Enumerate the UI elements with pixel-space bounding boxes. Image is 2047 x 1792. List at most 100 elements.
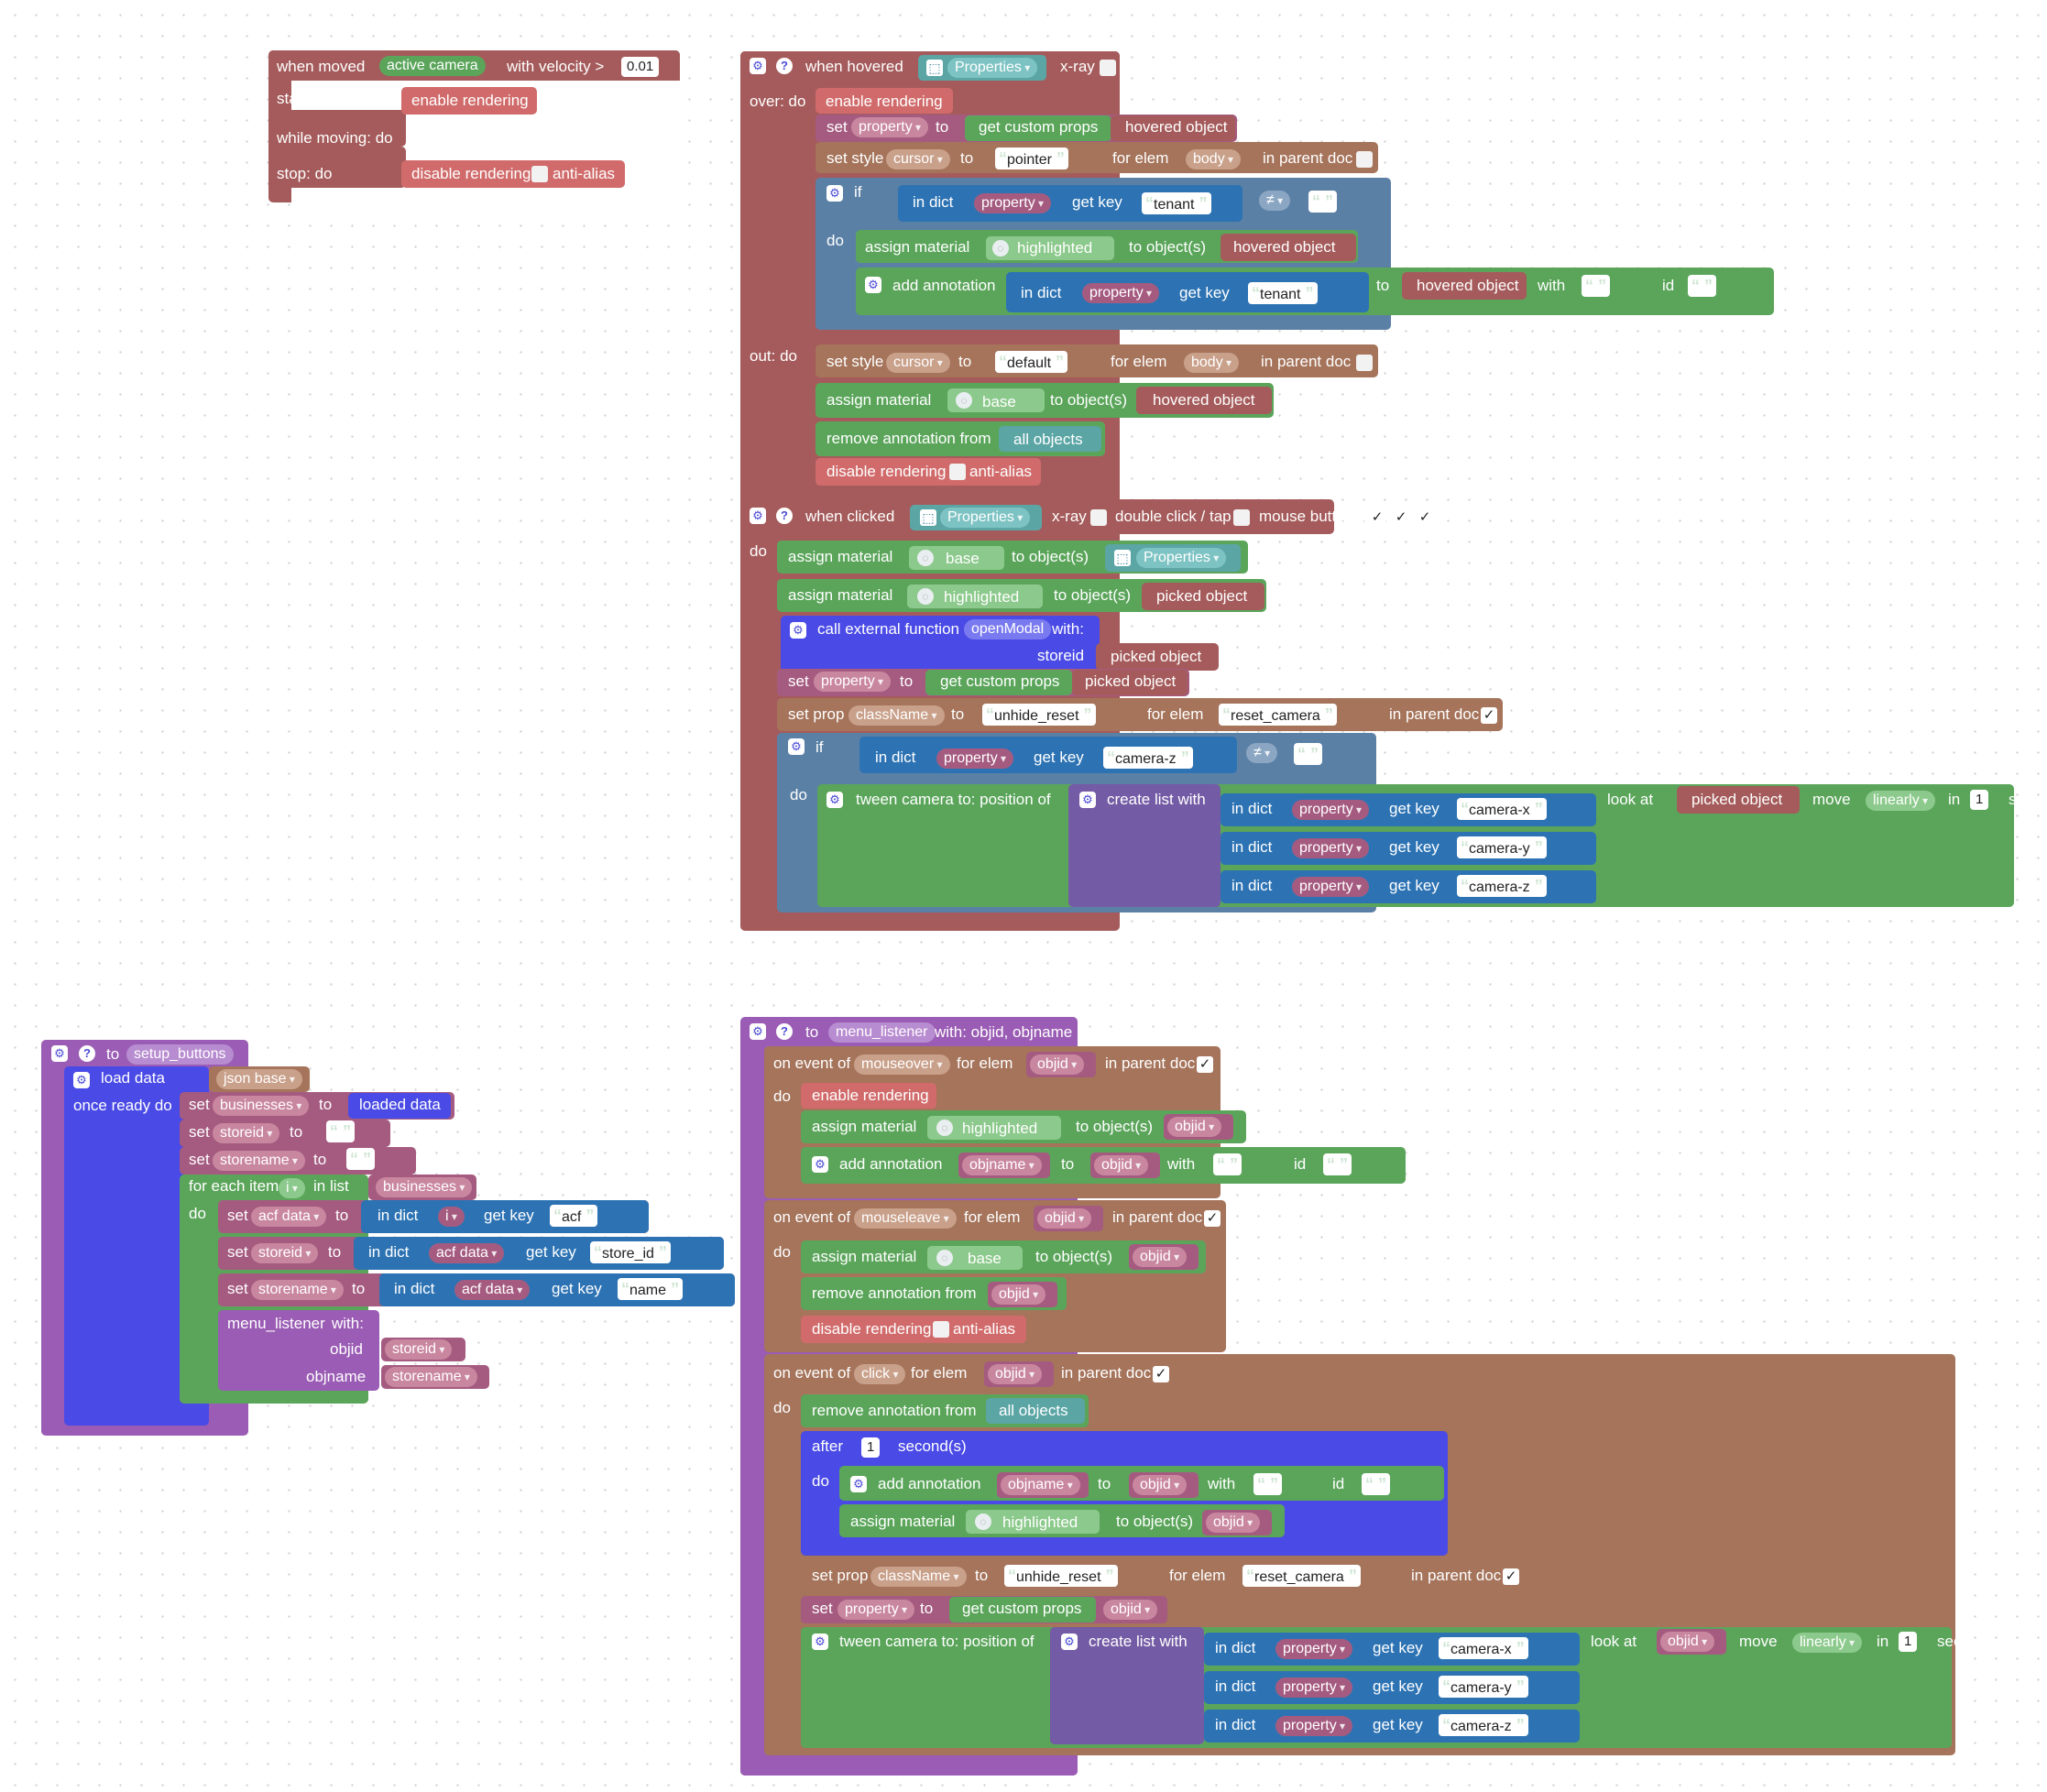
body-field-2[interactable]: body <box>1184 353 1240 373</box>
in-dict-block-b1[interactable] <box>361 1200 649 1233</box>
property-dict-field-2[interactable]: property <box>1082 283 1160 303</box>
default-text[interactable]: default <box>995 351 1068 373</box>
property-dict-field-x[interactable]: property <box>1292 800 1370 820</box>
item-i-field[interactable]: i <box>279 1178 305 1198</box>
linearly-field-m[interactable]: linearly <box>1792 1633 1863 1653</box>
camera-x-text-m[interactable]: camera-x <box>1439 1637 1528 1659</box>
unhide-reset-text[interactable]: unhide_reset <box>982 704 1096 726</box>
objid-field-6[interactable]: objid <box>991 1284 1046 1305</box>
gear-icon[interactable]: ⚙ <box>788 738 805 755</box>
storename-field[interactable]: storename <box>213 1151 305 1171</box>
objid-field-4[interactable]: objid <box>1037 1208 1092 1229</box>
storeid-field-2[interactable]: storeid <box>251 1243 319 1263</box>
menu-listener-field[interactable]: menu_listener <box>828 1022 936 1043</box>
classname-field-m[interactable]: className <box>870 1567 967 1587</box>
property-dict-field[interactable]: property <box>974 193 1052 213</box>
menu-listener-call-block[interactable] <box>218 1310 379 1391</box>
disable-rendering-block[interactable] <box>401 160 625 188</box>
objid-field-3[interactable]: objid <box>1094 1155 1149 1175</box>
property-dict-field-y[interactable]: property <box>1292 838 1370 858</box>
mouseover-field[interactable]: mouseover <box>854 1054 950 1075</box>
objid-field-11[interactable]: objid <box>1660 1632 1715 1652</box>
empty-text-4[interactable] <box>1294 743 1323 765</box>
reset-camera-text-m[interactable]: reset_camera <box>1242 1565 1361 1587</box>
mouseleave-field[interactable]: mouseleave <box>854 1208 957 1229</box>
enable-rendering-block-3[interactable] <box>801 1083 936 1109</box>
mouse-left-checkbox[interactable]: ✓ <box>1369 509 1385 526</box>
set-storeid-block[interactable] <box>180 1120 390 1147</box>
pointer-text[interactable]: pointer <box>995 148 1068 169</box>
in-parent-doc-checkbox-2[interactable] <box>1356 355 1373 371</box>
disable-rendering-block-2[interactable] <box>816 458 1041 486</box>
store-id-text[interactable]: store_id <box>590 1241 671 1263</box>
duration-value[interactable]: 1 <box>1970 790 1989 810</box>
storename-field-3[interactable]: storename <box>385 1367 477 1387</box>
body-field[interactable]: body <box>1186 149 1242 169</box>
velocity-value[interactable]: 0.01 <box>621 57 660 77</box>
property-var-field-2[interactable]: property <box>814 672 892 692</box>
property-dict-field-3[interactable]: property <box>936 748 1014 769</box>
empty-text-3[interactable] <box>1688 275 1717 297</box>
property-dict-field-mx[interactable]: property <box>1275 1639 1353 1659</box>
enable-rendering-block-2[interactable] <box>816 88 953 114</box>
anti-alias-checkbox[interactable] <box>531 166 548 182</box>
empty-text-10[interactable] <box>1362 1473 1391 1495</box>
all-objects-block-m[interactable] <box>986 1398 1085 1424</box>
gear-icon[interactable]: ⚙ <box>790 622 806 639</box>
properties-field-3[interactable]: Properties <box>1136 548 1227 568</box>
in-parent-doc-checkbox-3[interactable]: ✓ <box>1481 707 1497 724</box>
unhide-reset-text-m[interactable]: unhide_reset <box>1004 1565 1118 1587</box>
objid-field-7[interactable]: objid <box>988 1364 1043 1384</box>
neq-operator-field-2[interactable]: ≠ <box>1246 743 1278 763</box>
camera-y-text[interactable]: camera-y <box>1457 836 1547 858</box>
after-value[interactable]: 1 <box>861 1437 881 1458</box>
when-moved-mid[interactable] <box>268 110 406 147</box>
gear-icon[interactable]: ⚙ <box>850 1476 867 1492</box>
objname-field-2[interactable]: objname <box>1001 1475 1080 1495</box>
camera-z-text[interactable]: camera-z <box>1103 747 1193 769</box>
objid-field-9[interactable]: objid <box>1206 1513 1261 1533</box>
name-text[interactable]: name <box>618 1278 684 1300</box>
menu-listener-footer[interactable] <box>740 1763 1078 1776</box>
gear-icon[interactable]: ⚙ <box>865 277 881 293</box>
gear-icon[interactable]: ⚙ <box>750 508 766 524</box>
storeid-field[interactable]: storeid <box>213 1123 280 1143</box>
objname-field-1[interactable]: objname <box>962 1155 1042 1175</box>
gear-icon[interactable]: ⚙ <box>1061 1634 1078 1650</box>
properties-field[interactable]: Properties <box>947 58 1038 78</box>
xray-checkbox-2[interactable] <box>1090 509 1107 526</box>
linearly-field[interactable]: linearly <box>1866 791 1936 811</box>
objid-field-2[interactable]: objid <box>1167 1117 1222 1137</box>
gear-icon[interactable]: ⚙ <box>812 1634 828 1650</box>
in-parent-doc-checkbox-m4[interactable]: ✓ <box>1503 1568 1519 1585</box>
businesses-field[interactable]: businesses <box>213 1096 310 1116</box>
camera-x-text[interactable]: camera-x <box>1457 798 1547 820</box>
property-dict-field-mz[interactable]: property <box>1275 1716 1353 1736</box>
cursor-field-2[interactable]: cursor <box>886 353 950 373</box>
duration-value-m[interactable]: 1 <box>1899 1632 1918 1652</box>
empty-text-1[interactable] <box>1308 191 1338 213</box>
acf-data-field[interactable]: acf data <box>251 1207 327 1227</box>
gear-icon[interactable]: ⚙ <box>826 792 843 808</box>
double-click-checkbox[interactable] <box>1233 509 1250 526</box>
get-custom-props-block-m[interactable] <box>949 1597 1096 1623</box>
objid-field-1[interactable]: objid <box>1030 1054 1085 1075</box>
empty-text-2[interactable] <box>1582 275 1611 297</box>
loaded-data-block[interactable] <box>348 1093 451 1119</box>
hovered-object-block-3[interactable] <box>1402 272 1527 300</box>
empty-text-9[interactable] <box>1253 1473 1283 1495</box>
i-var-field[interactable]: i <box>438 1207 465 1227</box>
empty-text-8[interactable] <box>1323 1153 1352 1175</box>
property-var-field-m[interactable]: property <box>837 1600 915 1620</box>
in-parent-doc-checkbox[interactable] <box>1356 151 1373 168</box>
gear-icon[interactable]: ⚙ <box>826 185 843 202</box>
setup-buttons-field[interactable]: setup_buttons <box>126 1044 234 1065</box>
get-custom-props-block-2[interactable] <box>925 670 1072 695</box>
help-icon[interactable]: ? <box>776 58 793 74</box>
active-camera-field[interactable]: active camera <box>379 56 486 76</box>
hovered-object-block-2[interactable] <box>1221 234 1356 261</box>
empty-text-7[interactable] <box>1213 1153 1242 1175</box>
acf-data-field-2[interactable]: acf data <box>429 1243 505 1263</box>
tenant-text[interactable]: tenant <box>1142 192 1211 214</box>
gear-icon[interactable]: ⚙ <box>750 58 766 74</box>
